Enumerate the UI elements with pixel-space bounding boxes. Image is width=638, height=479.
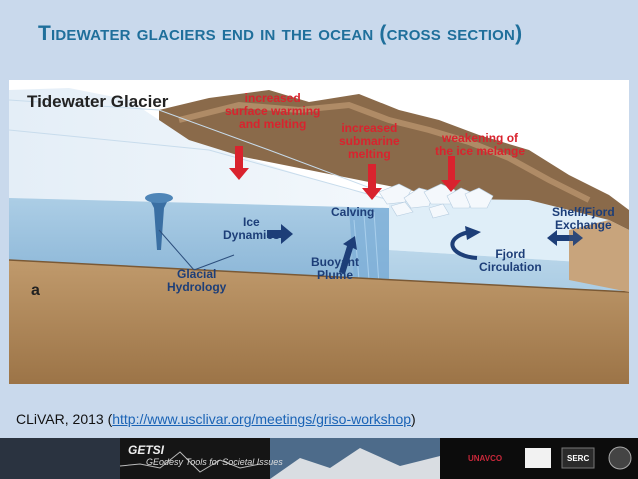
unavco-logo: UNAVCO <box>468 454 503 463</box>
moulin <box>149 198 169 250</box>
label-ice-dynamics: Ice Dynamics <box>223 215 280 242</box>
panel-letter: a <box>31 282 40 299</box>
serc-logo: SERC <box>567 454 590 463</box>
glacier-illustration <box>9 88 629 384</box>
bedrock <box>9 260 629 384</box>
red-arrows <box>229 146 461 200</box>
glacier-cross-section-figure: Tidewater Glacier a increased surface wa… <box>9 80 629 384</box>
citation: CLiVAR, 2013 (http://www.usclivar.org/me… <box>16 411 416 427</box>
label-glacial-hydrology: Glacial Hydrology <box>167 267 227 294</box>
mountain-ridge <box>159 90 629 230</box>
slide-title: Tidewater glaciers end in the ocean (cro… <box>38 22 523 45</box>
footer-graphic <box>0 438 638 479</box>
label-surface-warming: increased surface warming and melting <box>225 91 321 131</box>
citation-prefix: CLiVAR, 2013 ( <box>16 411 113 427</box>
label-fjord-circulation: Fjord Circulation <box>479 247 542 274</box>
label-buoyant-plume: Buoyant Plume <box>311 255 359 282</box>
label-calving: Calving <box>331 205 375 219</box>
citation-suffix: ) <box>411 411 416 427</box>
glacier-surface <box>9 88 389 208</box>
label-submarine-melting: increased submarine melting <box>339 121 400 161</box>
navy-arrows <box>267 224 583 274</box>
footer-banner: GETSI GEodesy Tools for Societal Issues … <box>0 438 638 479</box>
label-melange: weakening of the ice melange <box>435 131 526 158</box>
label-shelf-fjord-exchange: Shelf/Fjord Exchange <box>552 205 615 232</box>
getsi-logo-text: GETSI <box>128 443 165 457</box>
citation-link[interactable]: http://www.usclivar.org/meetings/griso-w… <box>112 411 412 427</box>
ice-melange <box>378 183 494 219</box>
getsi-tagline: GEodesy Tools for Societal Issues <box>146 457 283 467</box>
figure-title: Tidewater Glacier <box>27 92 169 111</box>
fjord-circulation-arrow <box>450 230 478 260</box>
calving-front <box>349 208 389 285</box>
